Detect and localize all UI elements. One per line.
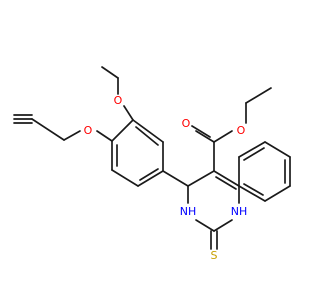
ring-c-bond-4 bbox=[264, 185, 291, 202]
ring-b-c5-c6 bbox=[213, 170, 240, 187]
ring-c-bond-2 bbox=[264, 141, 291, 158]
ring-b-n1-c2 bbox=[213, 219, 233, 232]
ring-a-inner-3 bbox=[135, 126, 159, 146]
bond-o-aryl bbox=[123, 105, 134, 121]
ring-b-c5-c6-double bbox=[215, 176, 237, 190]
bond-propargyl-ch2 bbox=[31, 118, 65, 141]
ring-b-c2-n3 bbox=[195, 219, 215, 232]
atom-o-carbonyl: O bbox=[182, 117, 191, 130]
atom-o-ethoxy: O bbox=[114, 94, 123, 107]
atom-o-ester: O bbox=[237, 124, 246, 137]
atom-s-thione: S bbox=[211, 249, 218, 262]
ring-b-c4-c5 bbox=[187, 170, 215, 187]
ring-a-inner-2 bbox=[139, 168, 159, 181]
molecule-structure: O O O O NH NH S bbox=[0, 0, 300, 300]
ring-a-bond-3 bbox=[111, 169, 139, 187]
atom-n-left: NH bbox=[180, 205, 197, 218]
bond-c-o-double bbox=[191, 125, 211, 138]
ring-a-bond-4 bbox=[137, 170, 164, 187]
atom-n-right: NH bbox=[231, 205, 248, 218]
atom-labels: O O O O NH NH S bbox=[84, 94, 248, 262]
bond-layer bbox=[13, 66, 291, 250]
bond-o-aryl-2 bbox=[96, 130, 113, 142]
bond-aryl-c4 bbox=[162, 170, 189, 187]
ring-c-bond-5 bbox=[238, 185, 266, 202]
ring-c-inner-1 bbox=[243, 147, 265, 161]
bond-ethyl-ester bbox=[245, 87, 272, 104]
ring-a-bond-1 bbox=[111, 119, 134, 142]
atom-o-propargyl: O bbox=[84, 124, 93, 137]
ring-a-bond-6 bbox=[132, 119, 164, 143]
ring-c-inner-3 bbox=[243, 183, 264, 196]
bond-ethyl-ch3 bbox=[101, 66, 119, 79]
ring-c-bond-1 bbox=[238, 141, 266, 158]
bond-c-o-single-a bbox=[195, 130, 215, 143]
background bbox=[0, 0, 300, 300]
bond-c-o-ester bbox=[213, 130, 233, 143]
bond-ch2-o bbox=[63, 130, 81, 141]
